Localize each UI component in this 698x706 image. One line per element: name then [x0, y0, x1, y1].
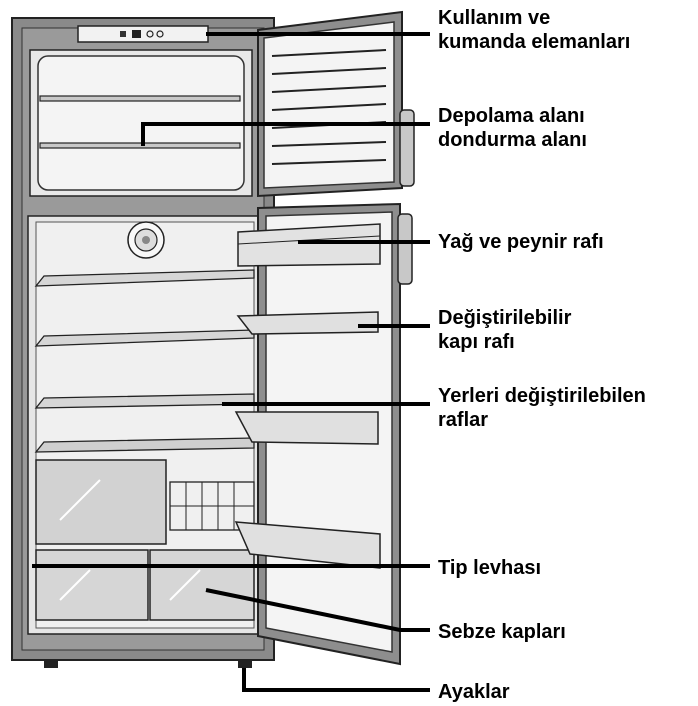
callout-door-shelf-line2: kapı rafı — [438, 331, 515, 353]
callout-door-shelf-line1: Değiştirilebilir — [438, 307, 572, 329]
callout-crispers: Sebze kapları — [438, 620, 566, 644]
callout-shelves-line2: raflar — [438, 409, 489, 431]
callout-type-plate: Tip levhası — [438, 556, 541, 580]
callout-butter: Yağ ve peynir rafı — [438, 230, 604, 254]
callout-storage-line2: dondurma alanı — [438, 129, 587, 151]
callout-butter-line1: Yağ ve peynir rafı — [438, 231, 604, 253]
callout-door-shelf: Değiştirilebilir kapı rafı — [438, 306, 571, 354]
leader-lines — [32, 32, 430, 692]
callout-feet-line1: Ayaklar — [438, 681, 510, 703]
fridge-compartment — [27, 215, 263, 635]
control-panel — [77, 25, 209, 43]
freezer-door — [257, 10, 415, 198]
leader-storage — [141, 122, 430, 146]
callout-storage-line1: Depolama alanı — [438, 105, 585, 127]
leader-feet — [242, 668, 430, 692]
callout-shelves: Yerleri değiştirilebilen raflar — [438, 384, 646, 432]
callout-crispers-line1: Sebze kapları — [438, 621, 566, 643]
callout-controls-line1: Kullanım ve — [438, 7, 551, 29]
callout-controls-line2: kumanda elemanları — [438, 31, 631, 53]
leader-crispers — [205, 588, 430, 632]
fridge-door — [234, 202, 413, 666]
callout-shelves-line1: Yerleri değiştirilebilen — [438, 385, 646, 407]
feet — [44, 660, 252, 668]
callout-feet: Ayaklar — [438, 680, 510, 704]
callout-controls: Kullanım ve kumanda elemanları — [438, 6, 630, 54]
callout-type-plate-line1: Tip levhası — [438, 557, 542, 579]
callout-storage: Depolama alanı dondurma alanı — [438, 104, 587, 152]
